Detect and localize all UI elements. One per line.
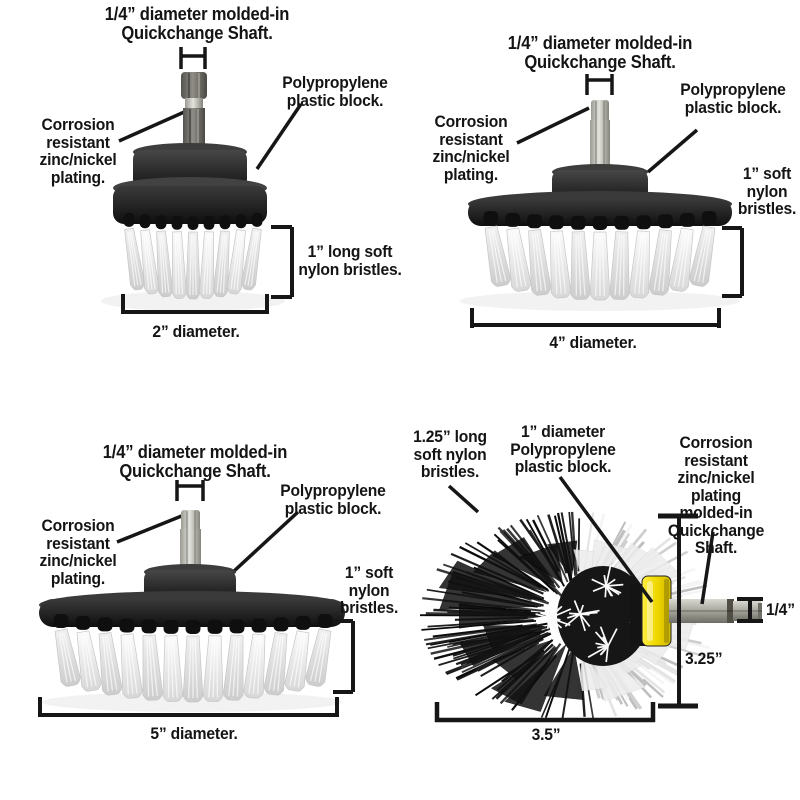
- plastic-block: [113, 143, 267, 224]
- plastic-block: [39, 564, 345, 627]
- shaft-label: Corrosion resistant zinc/nickel plating …: [667, 433, 765, 557]
- bristle-height-bracket: [333, 619, 355, 694]
- width-dimension: [434, 702, 656, 723]
- callout-lines: [118, 103, 303, 170]
- shadow: [101, 291, 285, 311]
- brush-2in-illustration: [101, 47, 303, 314]
- block-label: Polypropylene plastic block.: [280, 481, 386, 518]
- diameter-dimension: [38, 697, 339, 717]
- shaft-label: 1/4” diameter molded-in Quickchange Shaf…: [104, 4, 290, 43]
- bristles: [123, 212, 263, 300]
- callout-lines: [116, 510, 300, 574]
- bristle-length-label: 1” soft nylon bristles.: [737, 164, 797, 218]
- diameter-label: 5” diameter.: [150, 724, 238, 743]
- plating-label: Corrosion resistant zinc/nickel plating.: [39, 115, 117, 187]
- height-dimension: [658, 513, 698, 709]
- plating-label: Corrosion resistant zinc/nickel plating.: [432, 112, 510, 184]
- shaft-diameter-label: 1/4”: [766, 600, 795, 619]
- diameter-dimension: [470, 308, 721, 328]
- shaft-diameter-bracket: [737, 597, 763, 623]
- bristle-height-bracket: [722, 226, 744, 298]
- panel-2in-brush: 1/4” diameter molded-in Quickchange Shaf…: [0, 0, 401, 400]
- shaft-label: 1/4” diameter molded-in Quickchange Shaf…: [102, 442, 288, 481]
- ball-bristles: [419, 511, 710, 720]
- brush-corner-illustration: [419, 475, 763, 723]
- height-label: 3.25”: [685, 649, 723, 668]
- quickchange-width-bracket: [175, 480, 205, 501]
- panel-4in-brush: 1/4” diameter molded-in Quickchange Shaf…: [400, 0, 800, 400]
- shaft-label: 1/4” diameter molded-in Quickchange Shaf…: [507, 33, 693, 72]
- diameter-label: 4” diameter.: [549, 333, 637, 352]
- diameter-dimension: [121, 294, 269, 314]
- bristles: [483, 211, 717, 301]
- bristle-height-bracket: [271, 225, 294, 299]
- plating-label: Corrosion resistant zinc/nickel plating.: [39, 516, 117, 588]
- quickchange-width-bracket: [179, 47, 207, 69]
- plastic-block-yellow: [641, 575, 672, 647]
- callout-lines: [516, 106, 699, 174]
- block-label: Polypropylene plastic block.: [680, 80, 786, 117]
- brush-5in-illustration: [38, 480, 355, 717]
- diameter-label: 2” diameter.: [152, 322, 240, 341]
- bristle-length-label: 1.25” long soft nylon bristles.: [413, 427, 487, 481]
- width-label: 3.5”: [531, 725, 561, 744]
- bristles: [53, 614, 333, 703]
- drill-shaft: [590, 100, 610, 172]
- quickchange-width-bracket: [585, 74, 614, 95]
- bristle-length-label: 1” soft nylon bristles.: [339, 563, 399, 617]
- bristle-length-label: 1” long soft nylon bristles.: [298, 242, 402, 279]
- callout-lines: [447, 475, 715, 605]
- panel-corner-brush: 1.25” long soft nylon bristles. 1” diame…: [400, 400, 800, 800]
- panel-5in-brush: 1/4” diameter molded-in Quickchange Shaf…: [0, 400, 400, 800]
- block-label: Polypropylene plastic block.: [282, 73, 388, 110]
- block-label: 1” diameter Polypropylene plastic block.: [510, 422, 616, 476]
- drill-shaft: [180, 510, 201, 574]
- brush-4in-illustration: [460, 74, 744, 328]
- shadow: [460, 291, 740, 311]
